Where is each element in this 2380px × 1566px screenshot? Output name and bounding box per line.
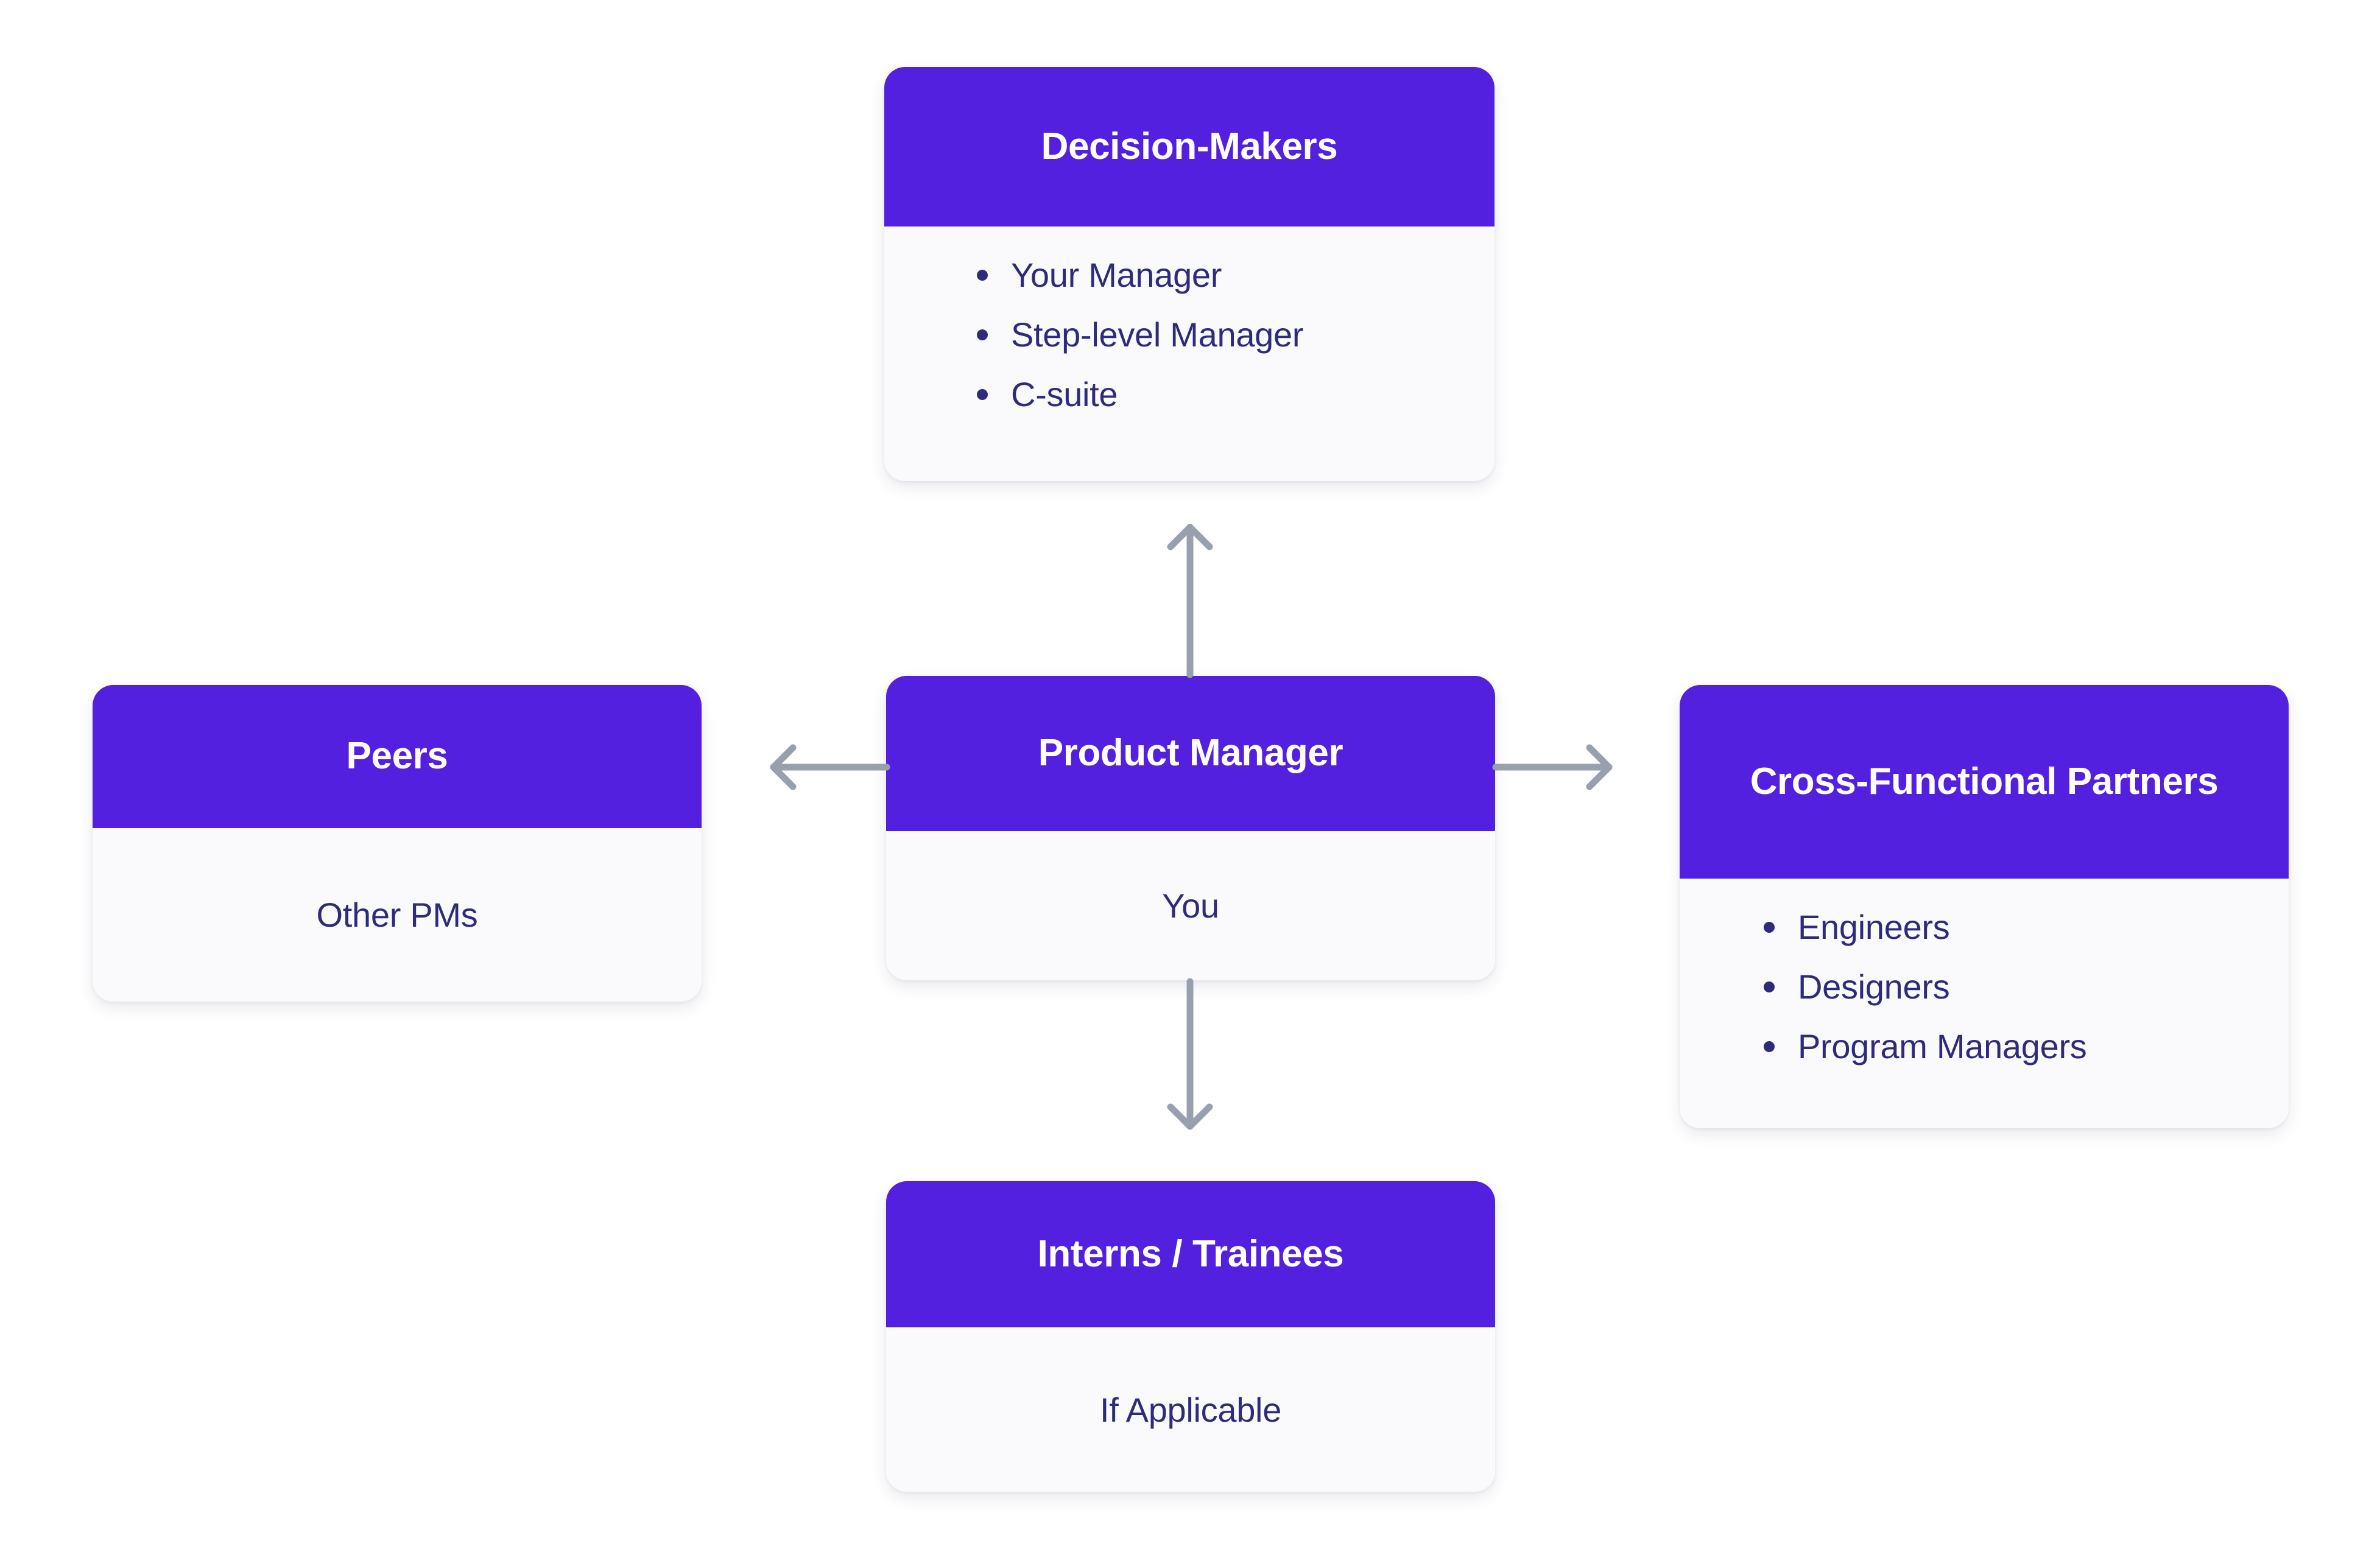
bullet-dot-icon [977, 270, 988, 281]
decision-makers-list: Your Manager Step-level Manager C-suite [884, 258, 1304, 412]
card-product-manager-body: You [886, 831, 1495, 980]
card-product-manager-title: Product Manager [886, 676, 1495, 831]
card-product-manager: Product Manager You [886, 676, 1495, 980]
card-cross-functional-partners-body: Engineers Designers Program Managers [1680, 879, 2289, 1128]
list-item-label: C-suite [1011, 375, 1118, 413]
bullet-dot-icon [1764, 1041, 1775, 1052]
list-item: Program Managers [1764, 1030, 2087, 1064]
arrow-down-icon [1167, 978, 1213, 1130]
card-cross-functional-partners-title: Cross-Functional Partners [1680, 685, 2289, 879]
card-peers-body: Other PMs [93, 828, 702, 1002]
arrow-right-icon [1492, 744, 1613, 790]
arrow-up-icon [1167, 524, 1213, 678]
card-peers: Peers Other PMs [93, 685, 702, 1002]
card-interns-trainees-title: Interns / Trainees [886, 1181, 1495, 1327]
arrow-left-icon [770, 744, 890, 790]
bullet-dot-icon [977, 329, 988, 340]
cross-functional-partners-list: Engineers Designers Program Managers [1680, 910, 2087, 1064]
card-decision-makers: Decision-Makers Your Manager Step-level … [884, 67, 1495, 481]
list-item-label: Engineers [1798, 908, 1950, 946]
list-item-label: Your Manager [1011, 256, 1222, 294]
list-item: Designers [1764, 970, 2087, 1004]
bullet-dot-icon [977, 389, 988, 400]
card-interns-trainees-body: If Applicable [886, 1327, 1495, 1492]
list-item-label: Program Managers [1798, 1027, 2087, 1066]
card-decision-makers-body: Your Manager Step-level Manager C-suite [884, 226, 1495, 481]
list-item-label: Designers [1798, 967, 1950, 1006]
list-item: C-suite [977, 377, 1303, 412]
list-item: Engineers [1764, 910, 2087, 944]
card-decision-makers-title: Decision-Makers [884, 67, 1495, 226]
card-peers-title: Peers [93, 685, 702, 828]
list-item: Step-level Manager [977, 315, 1304, 354]
bullet-dot-icon [1764, 922, 1775, 933]
bullet-dot-icon [1764, 981, 1775, 992]
list-item: Your Manager [977, 258, 1303, 292]
card-interns-trainees: Interns / Trainees If Applicable [886, 1181, 1495, 1492]
list-item-label: Step-level Manager [1011, 315, 1304, 354]
card-cross-functional-partners: Cross-Functional Partners Engineers Desi… [1680, 685, 2289, 1128]
